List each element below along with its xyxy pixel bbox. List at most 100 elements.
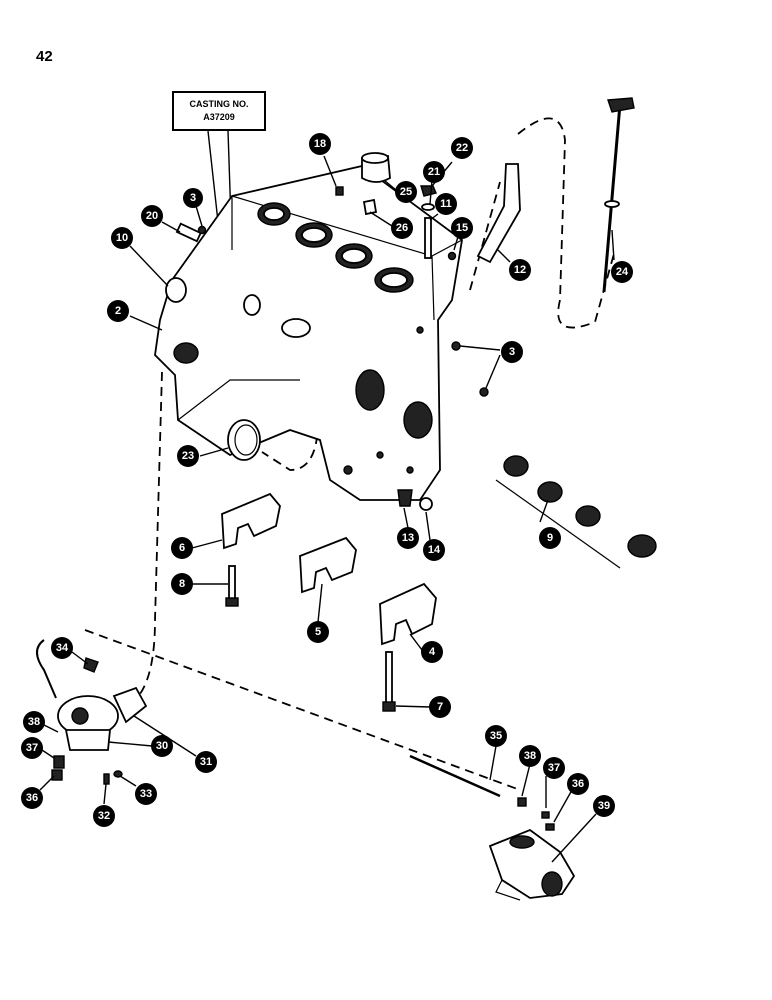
callout-3-top: 3	[183, 188, 203, 208]
callout-18-label: 18	[314, 138, 326, 150]
callout-31: 31	[195, 751, 217, 773]
pipe-plug-top	[197, 225, 207, 235]
callout-22: 22	[451, 137, 473, 159]
callout-36-carb: 36	[567, 773, 589, 795]
callout-11-label: 11	[440, 198, 452, 210]
callout-23: 23	[177, 445, 199, 467]
callout-9: 9	[539, 527, 561, 549]
casting-label-line1: CASTING NO.	[189, 99, 249, 109]
callout-18: 18	[309, 133, 331, 155]
bearing-cap-front	[221, 492, 281, 550]
callout-33: 33	[135, 783, 157, 805]
callout-9-label: 9	[547, 532, 553, 544]
callout-8: 8	[171, 573, 193, 595]
callout-25-label: 25	[400, 186, 412, 198]
cup-plug-cap	[361, 152, 391, 183]
nut-22	[420, 185, 437, 197]
callout-6-label: 6	[179, 542, 185, 554]
callout-21: 21	[423, 161, 445, 183]
pipe-plug-rear-1	[451, 341, 461, 351]
callout-36-pump: 36	[21, 787, 43, 809]
callout-25: 25	[395, 181, 417, 203]
main-bearings	[495, 455, 657, 569]
fitting-38-carb	[517, 797, 527, 807]
bearing-cap-center	[299, 536, 357, 594]
callout-22-label: 22	[456, 142, 468, 154]
callout-31-label: 31	[200, 756, 212, 768]
casting-number-label: CASTING NO. A37209	[172, 91, 266, 131]
dipstick-tube	[476, 163, 521, 264]
fuel-line-short	[36, 639, 57, 699]
gasket-washer	[419, 497, 433, 511]
callout-37-pump: 37	[21, 737, 43, 759]
callout-39-label: 39	[598, 800, 610, 812]
dipstick	[602, 97, 635, 293]
bearing-cap-bolt-short	[225, 565, 239, 607]
callout-3-top-label: 3	[190, 192, 196, 204]
bearing-cap-rear	[379, 582, 437, 646]
casting-label-line2: A37209	[203, 112, 235, 122]
callout-3-rear: 3	[501, 341, 523, 363]
callout-34: 34	[51, 637, 73, 659]
callout-20: 20	[141, 205, 163, 227]
callout-23-label: 23	[182, 450, 194, 462]
callout-35-label: 35	[490, 730, 502, 742]
callout-37-carb-label: 37	[548, 762, 560, 774]
fuel-pump	[51, 695, 119, 781]
callout-34-label: 34	[56, 642, 69, 654]
callout-24: 24	[611, 261, 633, 283]
callout-7: 7	[429, 696, 451, 718]
callout-2-label: 2	[115, 305, 121, 317]
washer-21	[421, 203, 435, 211]
callout-20-label: 20	[146, 210, 158, 222]
fuel-pump-gasket	[112, 686, 148, 724]
fitting-37-carb	[541, 811, 550, 819]
callout-15-label: 15	[456, 222, 468, 234]
engine-block	[154, 165, 463, 501]
pipe-plug-rear-2	[479, 387, 489, 397]
callout-14: 14	[423, 539, 445, 561]
callout-12-label: 12	[514, 264, 526, 276]
callout-32: 32	[93, 805, 115, 827]
callout-21-label: 21	[428, 166, 440, 178]
callout-10-label: 10	[116, 232, 128, 244]
callout-10: 10	[111, 227, 133, 249]
plug-15	[447, 251, 457, 261]
drain-plug	[397, 489, 413, 507]
expansion-plug-large	[227, 419, 261, 461]
callout-37-carb: 37	[543, 757, 565, 779]
callout-6: 6	[171, 537, 193, 559]
callout-12: 12	[509, 259, 531, 281]
screw-32	[103, 773, 110, 785]
fitting-26	[362, 198, 378, 216]
callout-3-rear-label: 3	[509, 346, 515, 358]
callout-15: 15	[451, 217, 473, 239]
callout-2: 2	[107, 300, 129, 322]
page-number: 42	[36, 48, 53, 65]
callout-26: 26	[391, 217, 413, 239]
callout-37-pump-label: 37	[26, 742, 38, 754]
callout-38-carb-label: 38	[524, 750, 536, 762]
carburetor	[488, 828, 576, 901]
stud-11	[424, 217, 432, 259]
callout-38-pump-label: 38	[28, 716, 40, 728]
callout-7-label: 7	[437, 701, 443, 713]
plug-18	[335, 186, 344, 196]
dowel-pin	[175, 222, 202, 243]
callout-13: 13	[397, 527, 419, 549]
callout-35: 35	[485, 725, 507, 747]
callout-30: 30	[151, 735, 173, 757]
callout-30-label: 30	[156, 740, 168, 752]
bearing-cap-bolt-long	[382, 651, 396, 712]
callout-leaders	[39, 155, 615, 863]
callout-36-pump-label: 36	[26, 792, 38, 804]
callout-33-label: 33	[140, 788, 152, 800]
callout-39: 39	[593, 795, 615, 817]
callout-4-label: 4	[429, 646, 436, 658]
callout-5: 5	[307, 621, 329, 643]
callout-26-label: 26	[396, 222, 408, 234]
callout-13-label: 13	[402, 532, 414, 544]
callout-38-carb: 38	[519, 745, 541, 767]
callout-24-label: 24	[616, 266, 629, 278]
